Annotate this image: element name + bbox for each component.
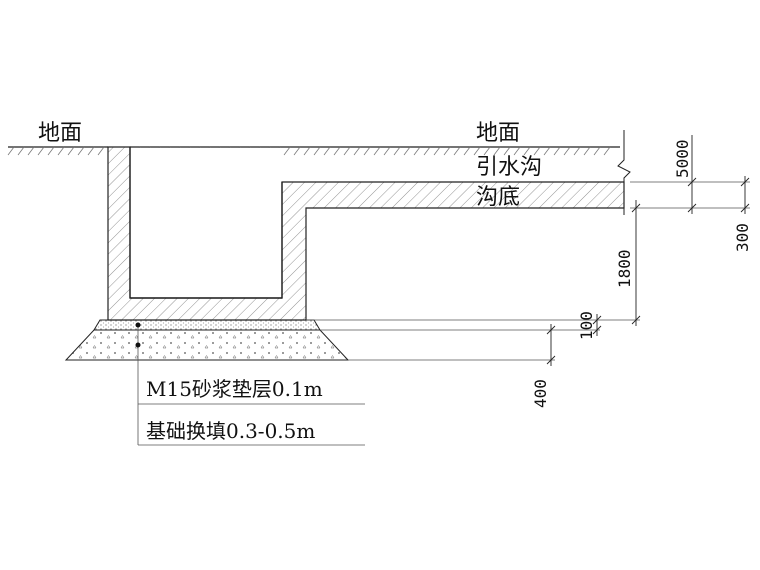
mortar-layer-label: M15砂浆垫层0.1m (146, 377, 323, 401)
fill-layer-label: 基础换填0.3-0.5m (146, 419, 315, 443)
dimension-lines (546, 135, 750, 366)
mortar-bedding-layer (93, 319, 321, 331)
channel-interior (131, 148, 281, 297)
leader-dot-mortar (135, 322, 141, 328)
ditch-bottom-label: 沟底 (476, 185, 520, 210)
extension-lines (306, 181, 750, 361)
dimension-5000: 5000 (673, 139, 692, 178)
dimension-1800: 1800 (615, 249, 634, 288)
leader-lines (135, 322, 365, 446)
dimension-400: 400 (531, 379, 550, 408)
diversion-ditch-label: 引水沟 (476, 155, 542, 180)
ground-label-right: 地面 (476, 121, 520, 146)
foundation-fill-layer (64, 329, 350, 361)
dimension-100: 100 (577, 311, 596, 340)
ground-surface-left (7, 146, 108, 156)
dimension-300: 300 (733, 223, 752, 252)
ground-label-left: 地面 (38, 121, 82, 146)
leader-dot-fill (135, 342, 141, 348)
